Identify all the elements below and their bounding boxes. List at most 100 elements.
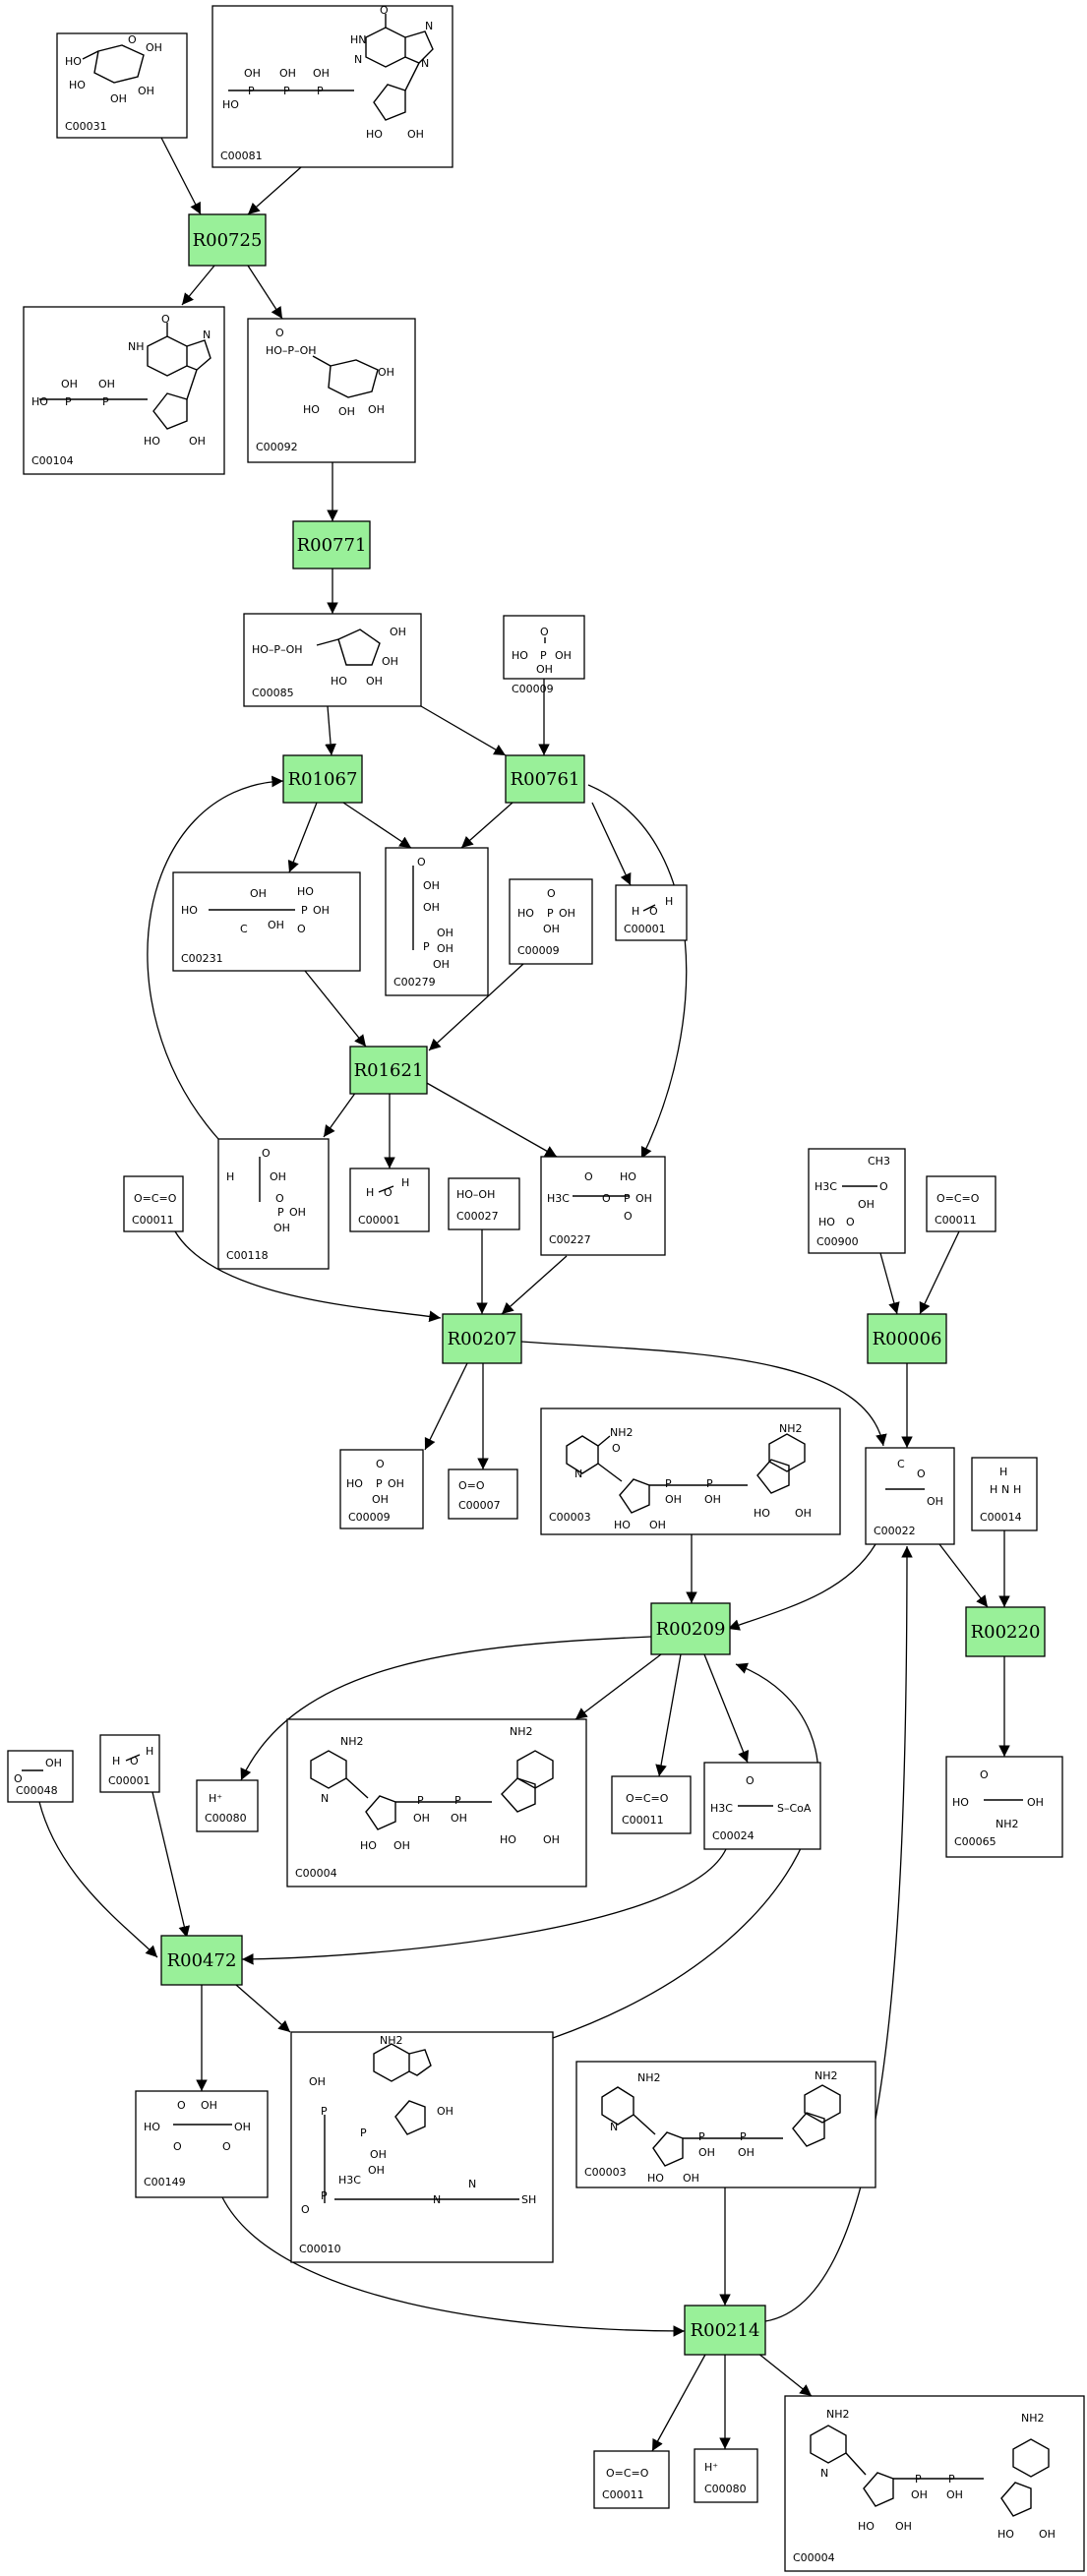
compound-c00027[interactable]: HO–OH C00027 [448, 1177, 520, 1230]
edge-r01621-c00118 [323, 1091, 357, 1138]
svg-text:HO: HO [858, 2520, 875, 2533]
svg-text:R00209: R00209 [656, 1619, 726, 1640]
svg-text:OH: OH [407, 128, 424, 141]
edge-c00085-r00761 [420, 705, 507, 756]
svg-text:O: O [14, 1772, 23, 1785]
svg-text:O=C=O: O=C=O [134, 1192, 177, 1205]
edge-c00048-r00472 [38, 1801, 158, 1958]
svg-text:P: P [317, 85, 324, 97]
svg-text:OH: OH [704, 1493, 721, 1506]
reaction-r00472[interactable]: R00472 [160, 1935, 243, 1986]
compound-c00001-c[interactable]: H O H C00001 [99, 1734, 160, 1793]
svg-text:O: O [384, 1186, 393, 1199]
reaction-r00771[interactable]: R00771 [292, 520, 371, 569]
compound-c00227[interactable]: H3C O O P OH HO O C00227 [540, 1156, 666, 1256]
svg-text:OH: OH [146, 41, 162, 54]
reaction-r00220[interactable]: R00220 [965, 1606, 1046, 1657]
reactions: R00725 R00771 R01067 R00761 R01621 R0020… [160, 213, 1046, 2356]
svg-text:H: H [112, 1755, 120, 1767]
compound-c00048[interactable]: OH O C00048 [7, 1750, 74, 1803]
compound-c00118[interactable]: O H OH P OH O OH C00118 [217, 1138, 330, 1270]
svg-text:OH: OH [244, 67, 261, 80]
compound-c00011-d[interactable]: O=C=O C00011 [593, 2450, 670, 2509]
svg-text:OH: OH [698, 2146, 715, 2159]
compound-c00003-b[interactable]: NH2 N NH2 P P OH OH HO OH C00003 [575, 2061, 876, 2188]
compound-c00092[interactable]: HO–P–OH O OH HO OH OH C00092 [247, 318, 416, 463]
reaction-r00761[interactable]: R00761 [505, 754, 585, 804]
reaction-r00006[interactable]: R00006 [867, 1313, 947, 1364]
svg-text:H3C: H3C [815, 1180, 837, 1193]
edge-r00761-c00279 [460, 802, 513, 849]
svg-text:O: O [417, 856, 426, 869]
edge-c00231-r01621 [304, 970, 367, 1048]
svg-text:OH: OH [366, 675, 383, 688]
edge-c00009b-r01621 [428, 963, 524, 1051]
compound-c00081[interactable]: O HN N N N HO P P P OH OH OH HO OH C0008… [211, 4, 453, 168]
svg-text:O=O: O=O [458, 1479, 485, 1492]
compound-c00011-b[interactable]: O=C=O C00011 [926, 1175, 996, 1232]
svg-text:C00007: C00007 [458, 1499, 501, 1512]
compound-c00080-a[interactable]: H⁺ C00080 [196, 1779, 259, 1832]
svg-text:OH: OH [927, 1495, 943, 1508]
svg-text:H⁺: H⁺ [704, 2461, 718, 2474]
reaction-r00209[interactable]: R00209 [650, 1602, 731, 1655]
svg-text:OH: OH [289, 1206, 306, 1219]
svg-text:O=C=O: O=C=O [936, 1192, 980, 1205]
compound-c00024[interactable]: H3C O S–CoA C00024 [703, 1762, 821, 1850]
edge-c00149-r00214 [221, 2196, 686, 2337]
reaction-r00214[interactable]: R00214 [684, 2305, 766, 2356]
compound-c00009-a[interactable]: O HO P OH OH C00009 [503, 615, 585, 695]
g6p-structure: HO–P–OH O OH HO OH OH [266, 327, 394, 418]
reaction-r01621[interactable]: R01621 [349, 1046, 428, 1095]
compound-c00149[interactable]: O OH HO OH O O C00149 [135, 2090, 269, 2198]
svg-text:O: O [746, 1774, 755, 1787]
edge-r00209-c00024 [703, 1653, 750, 1764]
pyruvate-structure: C O OH [885, 1458, 943, 1508]
compound-c00009-c[interactable]: O HO P OH OH C00009 [339, 1449, 424, 1529]
svg-text:OH: OH [423, 879, 440, 892]
compound-c00014[interactable]: H H N H C00014 [971, 1457, 1038, 1531]
compound-c00009-b[interactable]: O HO P OH OH C00009 [509, 878, 593, 965]
compound-c00001-b[interactable]: H O H C00001 [349, 1168, 430, 1232]
edge-r00761-c00001a [591, 802, 632, 886]
svg-text:P: P [283, 85, 290, 97]
svg-text:OH: OH [268, 919, 284, 931]
svg-text:C00231: C00231 [181, 952, 223, 965]
svg-text:OH: OH [437, 927, 453, 939]
reaction-r00207[interactable]: R00207 [442, 1313, 522, 1364]
compound-c00104[interactable]: O NH N HO P P OH OH HO OH C00104 [23, 306, 225, 475]
compound-c00011-a[interactable]: O=C=O C00011 [123, 1175, 184, 1232]
svg-text:O: O [879, 1180, 888, 1193]
compound-c00279[interactable]: O OH OH P OH OH OH C00279 [385, 847, 489, 996]
compound-c00085[interactable]: HO–P–OH OH OH HO OH C00085 [243, 613, 422, 707]
compound-c00231[interactable]: HO OH C OH HO P OH O C00231 [172, 871, 361, 972]
compound-c00001-a[interactable]: H O H C00001 [615, 884, 688, 941]
svg-text:H: H [990, 1483, 997, 1496]
reaction-r01067[interactable]: R01067 [282, 754, 363, 804]
compound-c00080-b[interactable]: H⁺ C00080 [694, 2448, 758, 2503]
compound-c00007[interactable]: O=O C00007 [448, 1468, 518, 1520]
svg-text:OH: OH [110, 92, 127, 105]
svg-text:HO: HO [500, 1833, 516, 1846]
reaction-r00725[interactable]: R00725 [188, 213, 267, 267]
edge-c00085-r01067 [325, 705, 336, 756]
svg-text:O: O [540, 626, 549, 638]
compound-c00065[interactable]: O HO OH NH2 C00065 [945, 1756, 1063, 1858]
svg-text:HO: HO [303, 403, 320, 416]
svg-text:R00771: R00771 [297, 535, 367, 556]
svg-text:R00761: R00761 [511, 769, 580, 790]
svg-text:N: N [820, 2467, 828, 2480]
compound-c00022[interactable]: C O OH C00022 [865, 1447, 955, 1545]
compound-c00010[interactable]: NH2 OH P P OH P O H3C OH OH N N SH C0001… [290, 2031, 554, 2263]
edge-r01621-c00227 [424, 1081, 558, 1158]
svg-text:C00065: C00065 [954, 1835, 996, 1848]
compound-c00031[interactable]: HO OH OH HO OH O C00031 [56, 32, 188, 139]
compound-c00900[interactable]: CH3 H3C O OH HO O C00900 [808, 1148, 906, 1254]
compound-c00004-b[interactable]: NH2 N NH2 P P OH OH HO OH HO OH C00004 [784, 2395, 1085, 2572]
compound-c00003-a[interactable]: NH2 O N NH2 P P OH OH HO OH HO OH C00003 [540, 1408, 841, 1535]
edge-c00010-r00209 [552, 1662, 819, 2039]
svg-text:R00207: R00207 [448, 1329, 517, 1349]
compound-c00004-a[interactable]: NH2 N NH2 P P OH OH HO OH HO OH C00004 [286, 1718, 587, 1887]
compound-c00011-c[interactable]: O=C=O C00011 [611, 1775, 692, 1834]
